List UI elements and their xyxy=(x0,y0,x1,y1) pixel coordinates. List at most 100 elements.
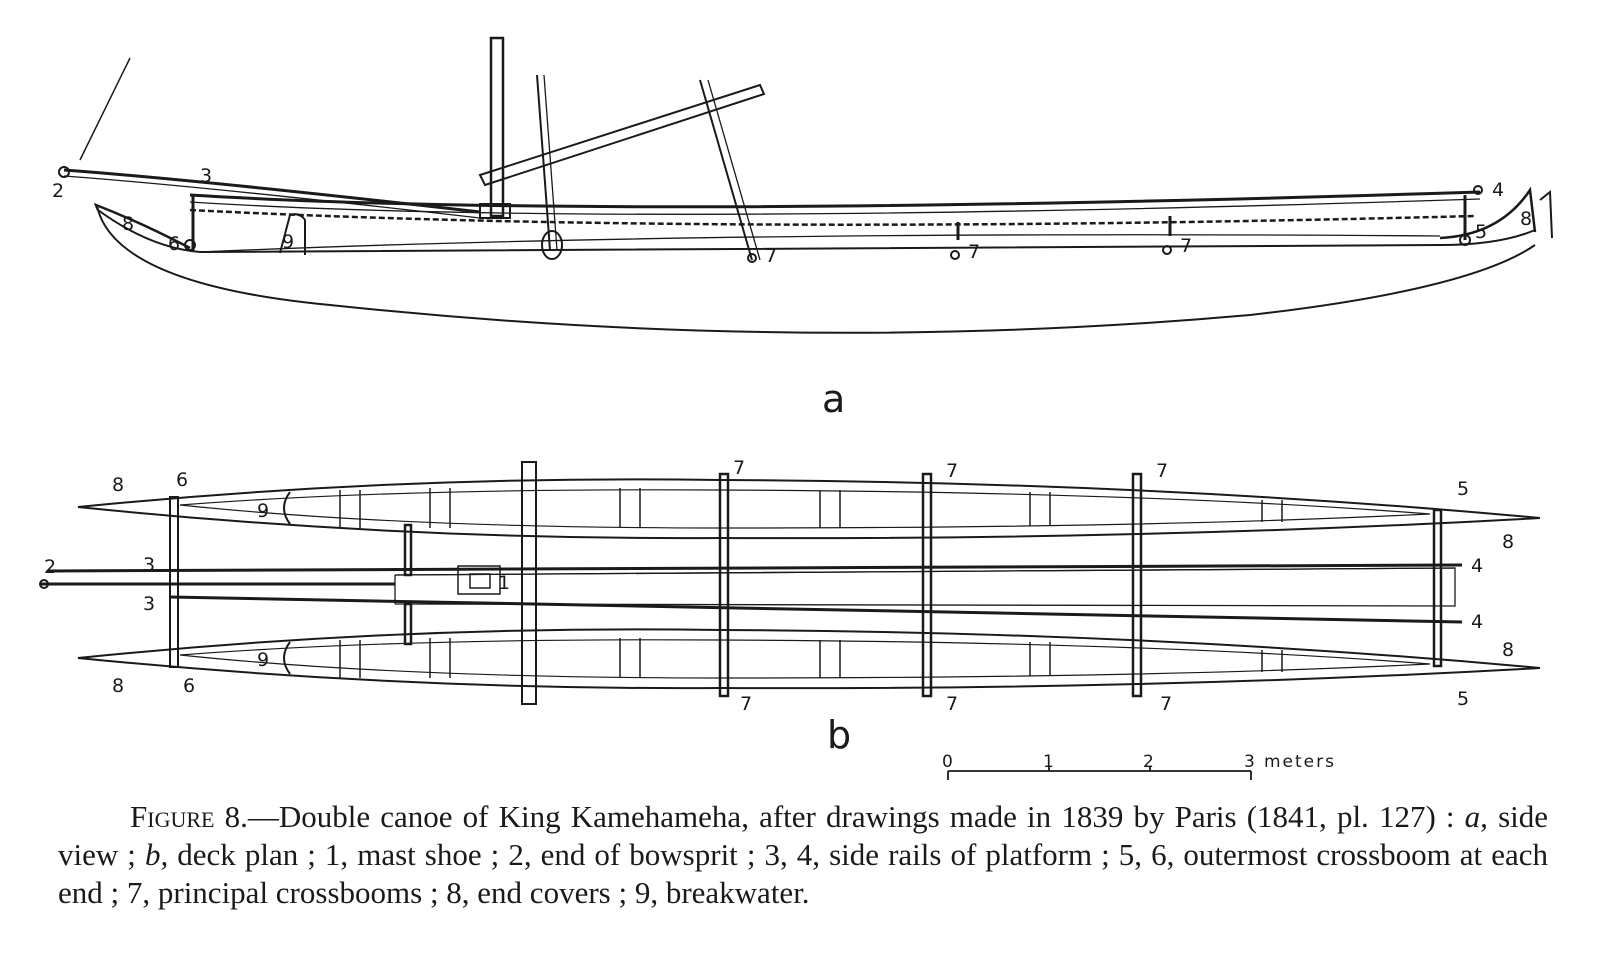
upper-hull-inner xyxy=(179,489,1431,529)
bowsprit-end-knob xyxy=(58,166,70,178)
caption-figure-label: Figure xyxy=(130,799,215,834)
crossboom-7-2 xyxy=(921,472,933,698)
crossboom-7-c xyxy=(1162,245,1172,255)
label-8-side-bow: 8 xyxy=(122,213,134,235)
label-7-plan-bottom-1: 7 xyxy=(740,693,752,715)
view-a-letter: a xyxy=(822,377,845,421)
platform-edge-upper xyxy=(394,567,1456,576)
label-8-side-stern: 8 xyxy=(1520,208,1532,230)
label-4-plan-lower: 4 xyxy=(1471,611,1483,633)
upper-thwarts xyxy=(339,488,1283,528)
forestay xyxy=(79,57,131,161)
label-7-side-c: 7 xyxy=(1180,235,1192,257)
breakwater xyxy=(279,213,306,255)
bow-end-cover xyxy=(93,202,191,250)
label-7-plan-bottom-2: 7 xyxy=(946,693,958,715)
breakwater-lower xyxy=(283,641,291,675)
label-7-plan-top-2: 7 xyxy=(946,460,958,482)
canoe-figure: 2 3 8 6 9 7 7 7 4 5 8 a xyxy=(39,36,1553,780)
label-6-plan-top: 6 xyxy=(176,469,188,491)
mast-crossbeam xyxy=(521,461,537,705)
crossboom-5-knob xyxy=(1459,234,1471,246)
label-9-plan-top: 9 xyxy=(257,500,269,522)
platform-crossbeam-lower xyxy=(403,602,413,646)
hull-sheer xyxy=(97,209,1536,254)
side-rail-top xyxy=(189,190,1481,209)
breakwater-upper xyxy=(283,491,291,525)
label-7-plan-bottom-3: 7 xyxy=(1160,693,1172,715)
label-5-side: 5 xyxy=(1475,221,1487,243)
spar-left-b xyxy=(543,74,558,251)
caption-text-1: —Double canoe of King Kamehameha, after … xyxy=(247,799,1465,834)
hull-gunwale-line xyxy=(199,234,1441,253)
side-rail-4-knob xyxy=(1473,185,1483,195)
caption-view-a: a, xyxy=(1464,799,1488,834)
label-8-plan-ur: 8 xyxy=(1502,531,1514,553)
bowsprit xyxy=(63,168,481,214)
hull-bottom xyxy=(97,209,1536,334)
crossboom-7-b xyxy=(950,250,960,260)
side-rail-lower xyxy=(189,198,1481,215)
rail-3-4-lower xyxy=(169,595,1463,624)
label-3-plan-upper: 3 xyxy=(143,554,155,576)
deck-line xyxy=(189,208,1476,226)
label-4-side: 4 xyxy=(1492,179,1504,201)
outer-crossboom-5 xyxy=(1432,508,1443,668)
spar-heel xyxy=(541,230,563,260)
label-5-plan-top: 5 xyxy=(1457,478,1469,500)
scale-tick-2: 2 xyxy=(1143,752,1156,772)
crossboom-7-3 xyxy=(1131,472,1143,698)
scale-tick-0: 0 xyxy=(942,752,955,772)
bowsprit-lower xyxy=(63,175,481,219)
label-8-plan-ul: 8 xyxy=(112,474,124,496)
label-9-plan-bottom: 9 xyxy=(257,649,269,671)
caption-view-b: b, xyxy=(144,837,169,872)
sprit-boom xyxy=(478,83,766,187)
upper-hull-outline xyxy=(77,478,1541,540)
stern-end-cover xyxy=(1439,186,1537,240)
caption-text-3: deck plan ; 1, mast shoe ; 2, end of bow… xyxy=(58,837,1548,910)
label-7-plan-top-1: 7 xyxy=(733,457,745,479)
caption-figure-number: 8. xyxy=(224,799,248,834)
label-3-plan-lower: 3 xyxy=(143,593,155,615)
crossboom-7-a xyxy=(747,253,757,263)
label-9-side: 9 xyxy=(282,231,294,253)
outer-crossboom-6 xyxy=(169,496,179,668)
lower-thwarts xyxy=(339,638,1283,678)
crossboom-7-1 xyxy=(718,472,730,698)
lower-hull-inner xyxy=(179,639,1431,679)
mast-shoe-plan xyxy=(457,565,501,595)
scale-tick-1: 1 xyxy=(1043,752,1056,772)
mast xyxy=(489,36,505,218)
spar-left xyxy=(536,74,551,251)
label-6-side: 6 xyxy=(168,233,180,255)
platform-crossbeam-upper xyxy=(403,523,413,577)
rail-3-4-upper xyxy=(47,563,1463,573)
mast-shoe xyxy=(479,203,511,219)
mast-shoe-inner xyxy=(469,573,491,589)
figure-caption: Figure 8.—Double canoe of King Kamehameh… xyxy=(58,798,1548,912)
label-2-plan: 2 xyxy=(44,556,56,578)
label-3-side: 3 xyxy=(200,165,212,187)
label-7-side-b: 7 xyxy=(968,241,980,263)
scale-bar xyxy=(947,766,1252,780)
scale-unit: meters xyxy=(1264,752,1336,772)
label-8-plan-ll: 8 xyxy=(112,675,124,697)
bowsprit-plan-knob xyxy=(39,579,49,589)
label-2-side: 2 xyxy=(52,180,64,202)
label-7-plan-top-3: 7 xyxy=(1156,460,1168,482)
crossboom-6-knob xyxy=(184,239,196,251)
label-7-side-a: 7 xyxy=(765,245,777,267)
label-5-plan-bottom: 5 xyxy=(1457,688,1469,710)
caption-text-2: side view ; xyxy=(58,799,1548,872)
spar-diagonal xyxy=(699,79,753,261)
spar-diagonal-b xyxy=(707,79,761,261)
scale-tick-3: 3 xyxy=(1244,752,1257,772)
deck-plan-drawing xyxy=(39,461,1541,705)
side-view-drawing xyxy=(58,36,1553,334)
label-6-plan-bottom: 6 xyxy=(183,675,195,697)
label-4-plan-upper: 4 xyxy=(1471,555,1483,577)
label-1-plan: 1 xyxy=(498,572,510,594)
stern-post xyxy=(1539,189,1553,239)
label-8-plan-lr: 8 xyxy=(1502,639,1514,661)
